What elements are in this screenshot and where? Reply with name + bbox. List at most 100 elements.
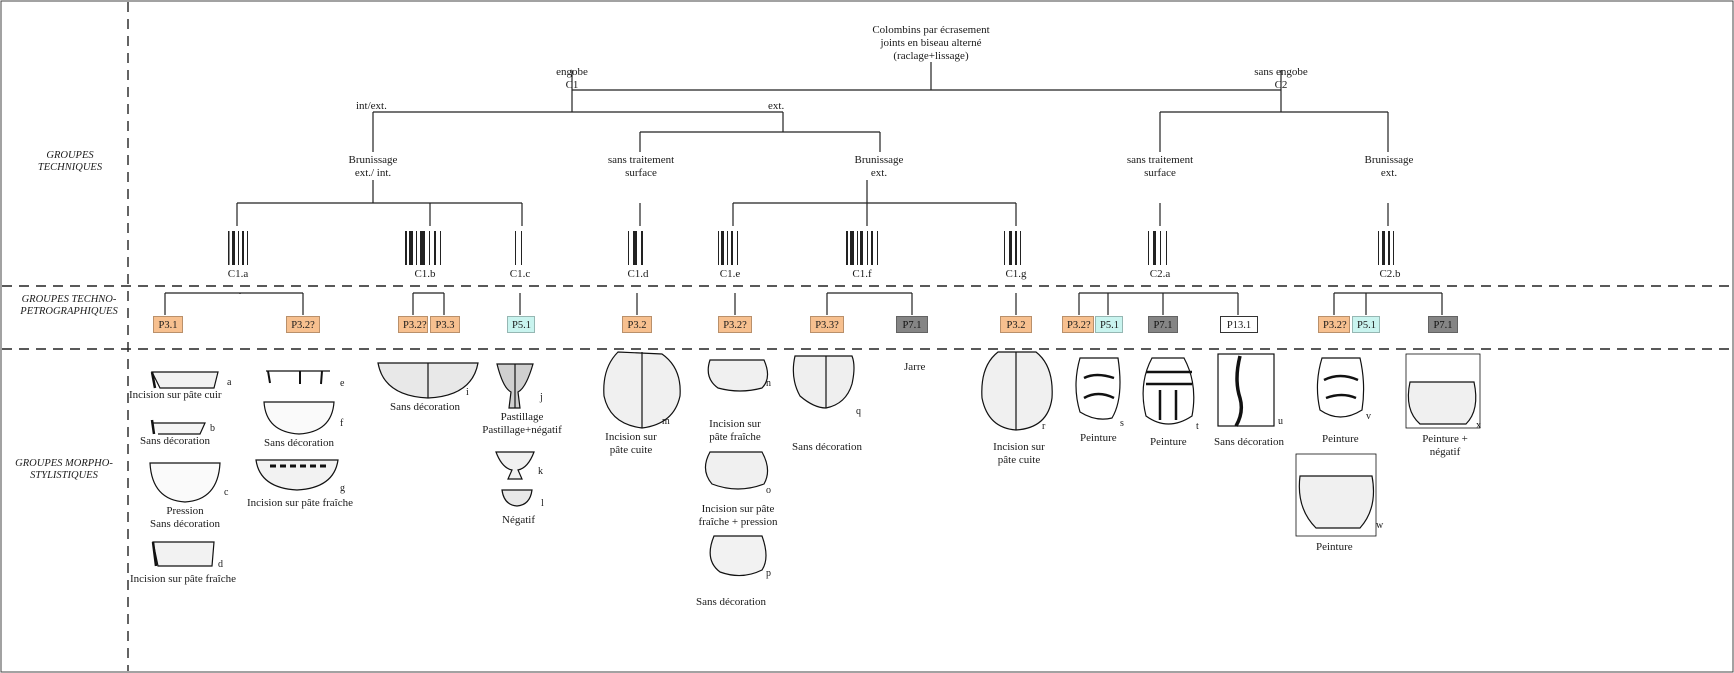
node-c2-label: sans engobe: [1254, 66, 1308, 78]
letter-o: o: [766, 485, 771, 496]
letter-g: g: [340, 483, 345, 494]
letter-m: m: [662, 416, 670, 427]
petro-box: P3.2: [622, 316, 652, 333]
caption-a: Incision sur pâte cuir: [129, 389, 222, 401]
letter-a: a: [227, 377, 232, 388]
caption-r-l1: Incision sur: [993, 441, 1045, 453]
petro-box: P13.1: [1220, 316, 1258, 333]
petro-box: P7.1: [896, 316, 928, 333]
caption-j: Pastillage Pastillage+négatif: [480, 411, 564, 437]
letter-x: x: [1476, 420, 1481, 431]
caption-r: Incision sur pâte cuite: [984, 441, 1054, 467]
tech-brunissage-ext-2-l1: Brunissage: [1364, 154, 1414, 166]
node-c2-code: C2: [1274, 79, 1288, 91]
caption-r-l2: pâte cuite: [997, 454, 1041, 466]
caption-o: Incision sur pâte fraîche + pression: [688, 503, 788, 529]
petro-box: P3.2?: [286, 316, 320, 333]
petro-box: P3.1: [153, 316, 183, 333]
caption-g: Incision sur pâte fraîche: [247, 497, 353, 509]
branch-ext: ext.: [768, 100, 785, 112]
petro-box: P3.3: [430, 316, 460, 333]
caption-o-l1: Incision sur pâte: [701, 503, 775, 515]
caption-j-l1: Pastillage: [500, 411, 544, 423]
group-c1-c: C1.c: [509, 268, 531, 280]
group-c1-a: C1.a: [227, 268, 249, 280]
node-c1-label: engobe: [556, 66, 588, 78]
group-c1-g: C1.g: [1005, 268, 1027, 280]
petro-box: P5.1: [1352, 316, 1380, 333]
caption-x-l1: Peinture +: [1422, 433, 1468, 445]
caption-j-l2: Pastillage+négatif: [482, 424, 562, 436]
tech-brunissage-ext-1-l1: Brunissage: [854, 154, 904, 166]
letter-l: l: [541, 498, 544, 509]
row-label-techniques: GROUPES TECHNIQUES: [37, 150, 103, 173]
caption-q: Sans décoration: [792, 441, 862, 453]
tech-sans-traitement-2: sans traitement surface: [1114, 154, 1206, 180]
petro-box: P3.2?: [1062, 316, 1094, 333]
caption-i: Sans décoration: [390, 401, 460, 413]
node-c1-code: C1: [565, 79, 579, 91]
group-c1-b: C1.b: [414, 268, 436, 280]
caption-c-l2: Sans décoration: [150, 518, 220, 530]
letter-q: q: [856, 406, 861, 417]
caption-c-l1: Pression: [166, 505, 204, 517]
letter-f: f: [340, 418, 344, 429]
caption-n-l1: Incision sur: [709, 418, 761, 430]
branch-int-ext: int/ext.: [356, 100, 387, 112]
letter-e: e: [340, 378, 345, 389]
tech-brunissage-ext-1-l2: ext.: [870, 167, 888, 179]
caption-x-l2: négatif: [1429, 446, 1461, 458]
letter-r: r: [1042, 421, 1046, 432]
petro-box: P3.2: [1000, 316, 1032, 333]
group-c1-f: C1.f: [852, 268, 872, 280]
letter-j: j: [540, 392, 543, 403]
caption-t: Peinture: [1150, 436, 1187, 448]
petro-box: P3.2?: [398, 316, 428, 333]
group-c1-e: C1.e: [719, 268, 741, 280]
caption-s: Peinture: [1080, 432, 1117, 444]
tech-sans-traitement-1: sans traitement surface: [596, 154, 686, 180]
tech-brunissage-ext-2: Brunissage ext.: [1346, 154, 1432, 180]
caption-jarre: Jarre: [904, 361, 926, 373]
letter-p: p: [766, 568, 771, 579]
letter-s: s: [1120, 418, 1124, 429]
node-c1: engobe C1: [540, 66, 604, 92]
node-c2: sans engobe C2: [1240, 66, 1322, 92]
tech-sans-traitement-1-l2: surface: [625, 167, 657, 179]
caption-x: Peinture + négatif: [1410, 433, 1480, 459]
caption-p: Sans décoration: [696, 596, 766, 608]
caption-d: Incision sur pâte fraîche: [130, 573, 236, 585]
caption-m-l1: Incision sur: [605, 431, 657, 443]
letter-w: w: [1376, 520, 1384, 531]
letter-u: u: [1278, 416, 1283, 427]
caption-f: Sans décoration: [264, 437, 334, 449]
tech-sans-traitement-1-l1: sans traitement: [607, 154, 675, 166]
root-line-2: joints en biseau alterné: [880, 37, 982, 49]
letter-k: k: [538, 466, 543, 477]
petro-box: P7.1: [1428, 316, 1458, 333]
petro-box: P5.1: [507, 316, 535, 333]
root-line-1: Colombins par écrasement: [872, 24, 990, 36]
caption-n-l2: pâte fraîche: [709, 431, 761, 443]
group-c2-b: C2.b: [1379, 268, 1401, 280]
root-line-3: (raclage+lissage): [893, 50, 969, 62]
petro-box: P3.2?: [1318, 316, 1350, 333]
caption-o-l2: fraîche + pression: [698, 516, 778, 528]
letter-d: d: [218, 559, 223, 570]
caption-m: Incision sur pâte cuite: [596, 431, 666, 457]
caption-u: Sans décoration: [1214, 436, 1284, 448]
group-c2-a: C2.a: [1149, 268, 1171, 280]
letter-i: i: [466, 387, 469, 398]
caption-l: Négatif: [502, 514, 535, 526]
letter-n: n: [766, 378, 771, 389]
group-c1-d: C1.d: [627, 268, 649, 280]
petro-box: P7.1: [1148, 316, 1178, 333]
letter-v: v: [1366, 411, 1371, 422]
letter-c: c: [224, 487, 229, 498]
row-label-techno-petrographiques: GROUPES TECHNO-PETROGRAPHIQUES: [20, 294, 118, 317]
caption-v: Peinture: [1322, 433, 1359, 445]
tech-brunissage-ext-int: Brunissage ext./ int.: [330, 154, 416, 180]
letter-t: t: [1196, 421, 1199, 432]
tech-sans-traitement-2-l1: sans traitement: [1126, 154, 1194, 166]
